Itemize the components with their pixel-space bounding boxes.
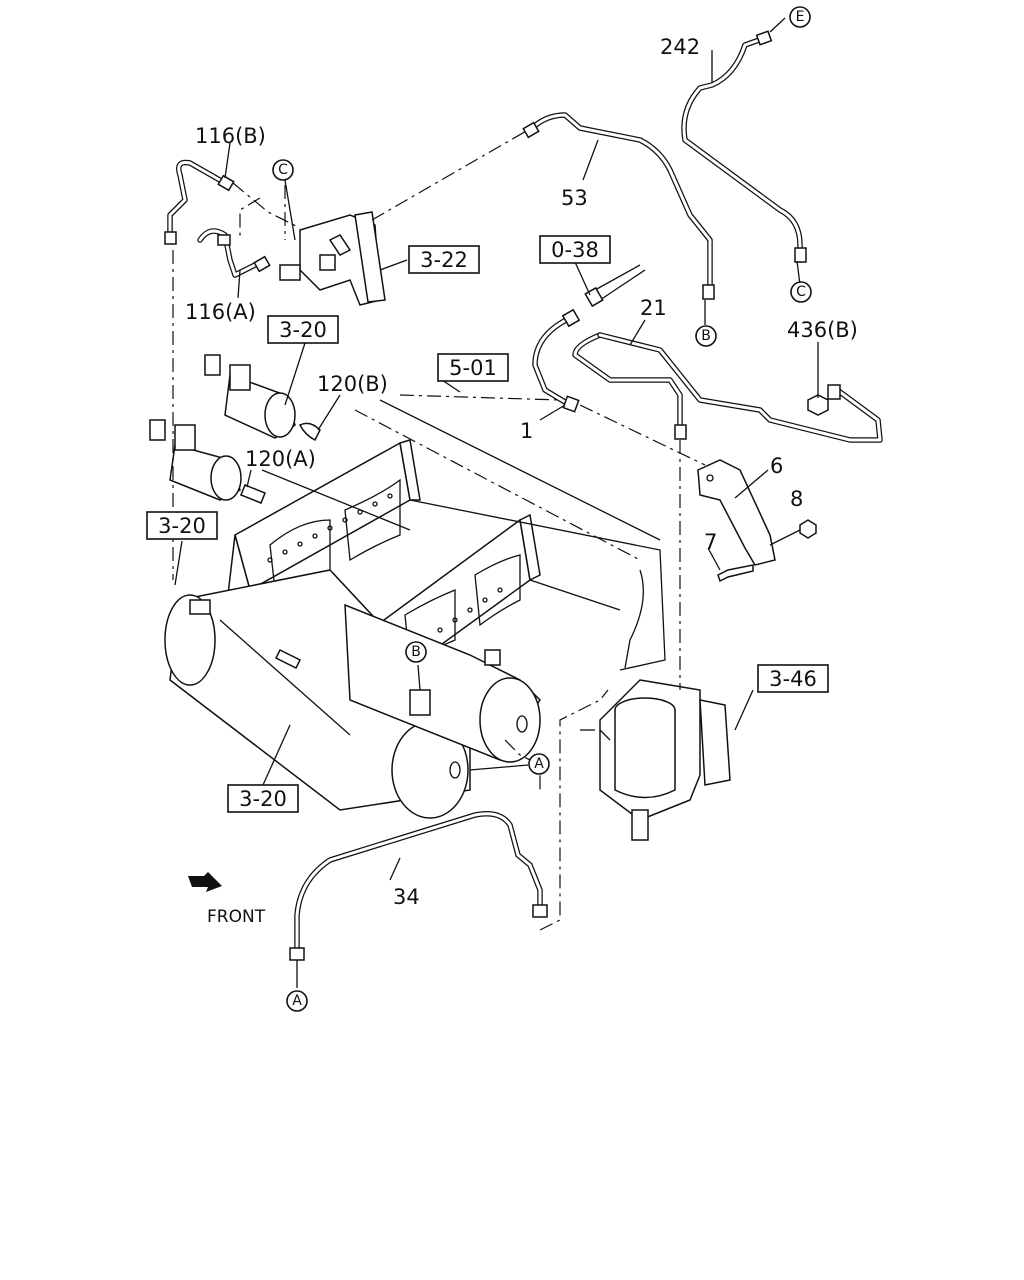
- pipe-53: [527, 112, 713, 293]
- ref-box-3-22-label: 3-22: [420, 248, 468, 272]
- pipe-nuts: [164, 30, 807, 961]
- spring-brake-chamber-lower: [149, 419, 242, 501]
- ref-box-5-01-label: 5-01: [449, 356, 497, 380]
- connector-e-top: E: [789, 6, 811, 28]
- bolt-7: [717, 564, 754, 583]
- ref-box-0-38[interactable]: 0-38: [539, 235, 611, 264]
- ref-box-3-20-top-label: 3-20: [279, 318, 327, 342]
- svg-text:C: C: [278, 162, 288, 178]
- ref-box-3-20-bottom[interactable]: 3-20: [227, 784, 299, 813]
- bracket-hole: [706, 474, 714, 482]
- callout-6: 6: [770, 454, 783, 478]
- ref-box-3-46[interactable]: 3-46: [757, 664, 829, 693]
- callout-120b: 120(B): [317, 372, 388, 396]
- callout-116b: 116(B): [195, 124, 266, 148]
- callout-242: 242: [660, 35, 700, 59]
- ref-box-3-22[interactable]: 3-22: [408, 245, 480, 274]
- callout-8: 8: [790, 487, 803, 511]
- front-indicator: FRONT: [188, 872, 266, 927]
- connector-b-tank: B: [405, 641, 427, 663]
- spring-brake-chamber-upper: [204, 354, 296, 439]
- drain-valve: [409, 689, 431, 716]
- ref-box-5-01[interactable]: 5-01: [437, 353, 509, 382]
- connector-b-mid: B: [695, 325, 717, 347]
- svg-text:B: B: [701, 328, 711, 344]
- connector-a-right: A: [528, 753, 550, 775]
- air-tank-large: [164, 569, 471, 819]
- leader-lines: [174, 17, 819, 988]
- air-tank-small: [344, 603, 541, 763]
- ref-box-3-20-mid[interactable]: 3-20: [146, 511, 218, 540]
- ref-box-3-46-label: 3-46: [769, 667, 817, 691]
- callout-116a: 116(A): [185, 300, 256, 324]
- svg-text:C: C: [796, 284, 806, 300]
- svg-text:B: B: [411, 644, 421, 660]
- svg-text:A: A: [534, 756, 544, 772]
- connector-c-left: C: [272, 159, 294, 181]
- ref-box-3-20-mid-label: 3-20: [158, 514, 206, 538]
- hose-0-38: [594, 264, 646, 301]
- front-arrow-icon: [188, 872, 222, 892]
- connector-markers: E C C B B A A: [272, 6, 812, 1012]
- ref-box-3-20-top[interactable]: 3-20: [267, 315, 339, 344]
- callout-120a: 120(A): [245, 447, 316, 471]
- hose-1: [532, 315, 573, 408]
- reference-boxes: 3-22 0-38 3-20 5-01 3-20 3-46 3-20: [146, 235, 829, 813]
- relay-valve-assembly: [279, 211, 386, 306]
- fitting-120a: [240, 484, 266, 504]
- svg-text:E: E: [796, 9, 805, 25]
- pipe-34: [294, 811, 543, 953]
- callout-7: 7: [704, 530, 717, 554]
- callout-53: 53: [561, 186, 588, 210]
- callout-1: 1: [520, 419, 533, 443]
- bracket-6: [697, 459, 776, 566]
- pipe-116b: [167, 159, 228, 241]
- callout-21: 21: [640, 296, 667, 320]
- pipe-242: [681, 35, 803, 263]
- pipe-116a: [197, 228, 258, 278]
- nut-8-leader: [769, 529, 801, 546]
- callout-436b: 436(B): [787, 318, 858, 342]
- air-dryer: [580, 679, 731, 841]
- ref-box-3-20-bottom-label: 3-20: [239, 787, 287, 811]
- connector-a-bottom: A: [286, 990, 308, 1012]
- tank-fitting: [484, 649, 501, 666]
- front-label: FRONT: [207, 907, 266, 927]
- union-436b: [827, 384, 841, 400]
- ref-box-0-38-label: 0-38: [551, 238, 599, 262]
- connector-c-right: C: [790, 281, 812, 303]
- callout-34: 34: [393, 885, 420, 909]
- nut-8: [799, 519, 817, 539]
- callout-labels: 242 116(B) 53 116(A) 21 436(B) 120(B) 1 …: [185, 35, 858, 909]
- fitting-120b: [298, 422, 321, 442]
- svg-text:A: A: [292, 993, 302, 1009]
- pipe-21: [572, 332, 883, 443]
